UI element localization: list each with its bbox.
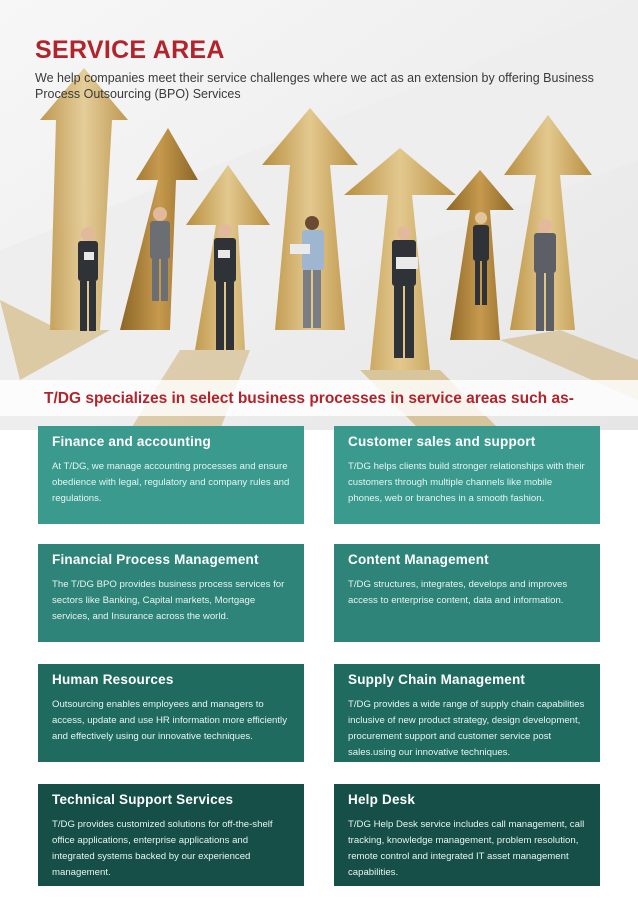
person-figure — [150, 207, 170, 301]
intro-text: We help companies meet their service cha… — [35, 71, 594, 101]
service-card-title: Finance and accounting — [52, 434, 211, 449]
person-figure — [473, 212, 489, 305]
section-heading: T/DG specializes in select business proc… — [44, 390, 574, 407]
service-card-title: Content Management — [348, 552, 489, 567]
service-card-customer-sales: Customer sales and support T/DG helps cl… — [334, 426, 600, 524]
service-card-text: T/DG Help Desk service includes call man… — [348, 819, 585, 878]
business-people — [78, 207, 556, 358]
person-figure — [78, 227, 98, 331]
service-card-text: T/DG structures, integrates, develops an… — [348, 579, 568, 606]
service-card-human-resources: Human Resources Outsourcing enables empl… — [38, 664, 304, 762]
service-card-title: Supply Chain Management — [348, 672, 526, 687]
subtitle-band — [0, 380, 638, 416]
service-card-text: At T/DG, we manage accounting processes … — [52, 461, 290, 504]
service-card-content-management: Content Management T/DG structures, inte… — [334, 544, 600, 642]
service-card-text: T/DG provides a wide range of supply cha… — [348, 699, 585, 758]
service-card-help-desk: Help Desk T/DG Help Desk service include… — [334, 784, 600, 886]
service-card-text: T/DG provides customized solutions for o… — [52, 819, 273, 878]
service-card-title: Technical Support Services — [52, 792, 234, 807]
page-title: SERVICE AREA — [35, 36, 225, 64]
person-figure — [214, 224, 236, 350]
service-card-finance-accounting: Finance and accounting At T/DG, we manag… — [38, 426, 304, 524]
person-figure — [392, 226, 418, 358]
service-card-financial-process: Financial Process Management The T/DG BP… — [38, 544, 304, 642]
service-card-text: The T/DG BPO provides business process s… — [52, 579, 285, 622]
service-card-technical-support: Technical Support Services T/DG provides… — [38, 784, 304, 886]
service-card-supply-chain: Supply Chain Management T/DG provides a … — [334, 664, 600, 762]
service-card-title: Customer sales and support — [348, 434, 536, 449]
service-card-text: T/DG helps clients build stronger relati… — [348, 461, 585, 504]
person-figure — [290, 216, 324, 328]
service-card-text: Outsourcing enables employees and manage… — [52, 699, 287, 742]
service-card-title: Financial Process Management — [52, 552, 259, 567]
service-card-title: Human Resources — [52, 672, 174, 687]
person-figure — [534, 219, 556, 331]
service-card-title: Help Desk — [348, 792, 416, 807]
